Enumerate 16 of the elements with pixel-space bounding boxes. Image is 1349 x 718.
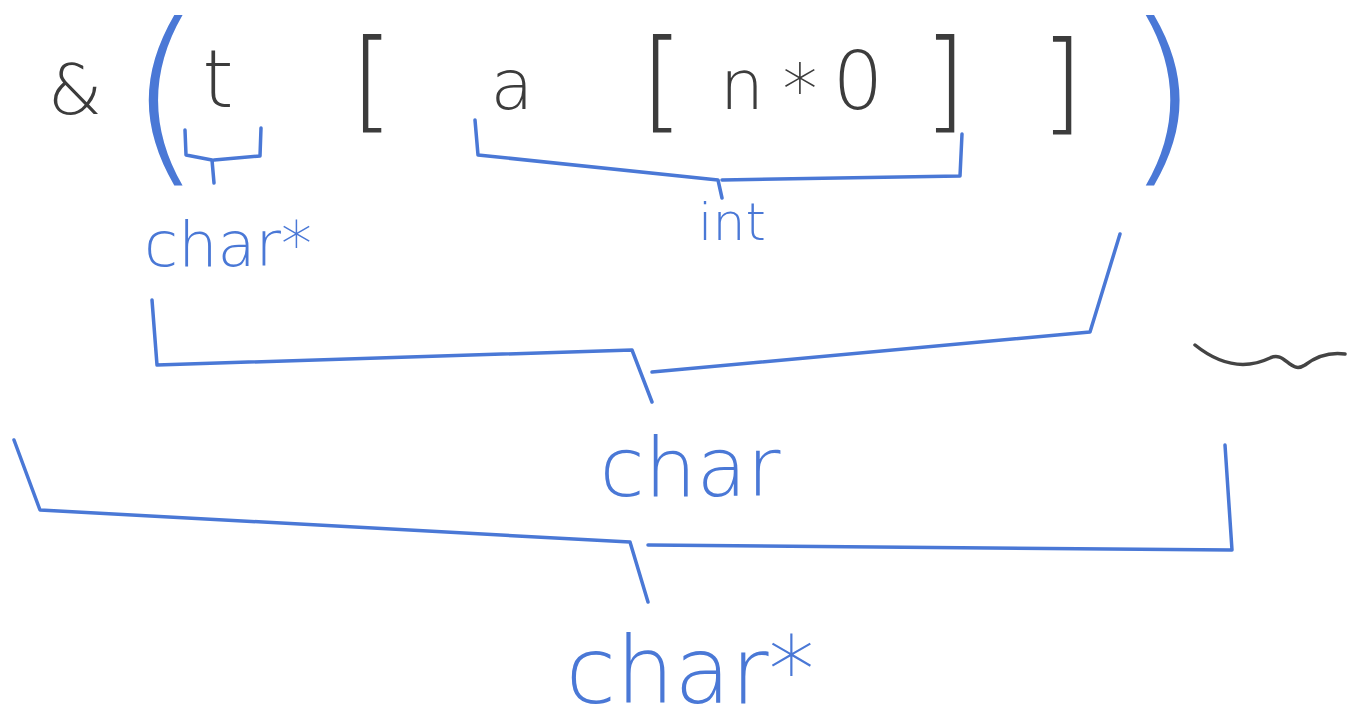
bracket-symbol: [: [640, 25, 684, 135]
expression-symbol: n: [719, 50, 765, 120]
type-label: int: [698, 196, 766, 248]
expression-symbol: &: [47, 55, 103, 125]
parenthesis: ): [1124, 0, 1200, 190]
type-label: char*: [565, 626, 815, 718]
parenthesis: (: [127, 0, 203, 190]
expression-symbol: *: [782, 55, 818, 125]
expression-symbol: 0: [832, 42, 884, 122]
bracket-symbol: ]: [923, 25, 967, 135]
expression-symbol: a: [490, 50, 534, 120]
type-label: char: [599, 427, 781, 509]
expression-symbol: t: [202, 40, 234, 120]
bracket-symbol: [: [350, 25, 394, 135]
type-label: char*: [144, 214, 312, 276]
bracket-symbol: ]: [1040, 27, 1084, 137]
